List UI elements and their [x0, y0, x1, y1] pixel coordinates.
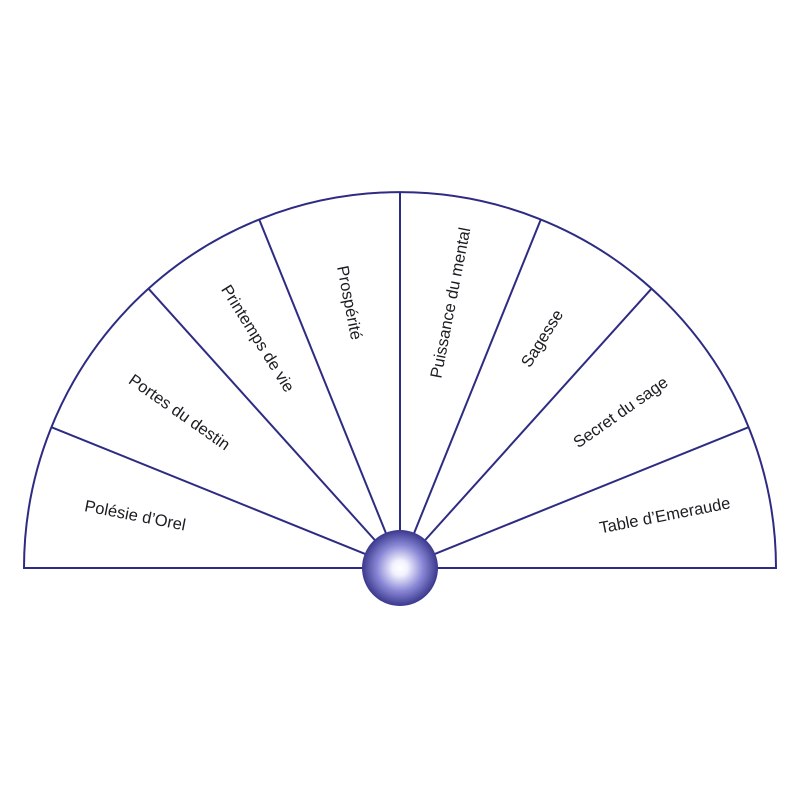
sector-label: Polésie d’Orel — [83, 497, 187, 534]
sector-divider — [423, 287, 653, 542]
sector-label: Portes du destin — [125, 371, 233, 454]
sector-label: Secret du sage — [570, 373, 671, 451]
sector-divider — [433, 426, 749, 556]
sector-divider — [258, 219, 388, 535]
dial-lines — [22, 191, 778, 569]
sector-label: Prospérité — [333, 264, 365, 341]
sector-label: Sagesse — [518, 307, 567, 371]
sector-label: Puissance du mental — [427, 226, 474, 380]
sector-label: Table d’Emeraude — [598, 494, 732, 537]
sector-divider — [412, 219, 542, 535]
pivot-knob — [362, 530, 438, 606]
dial-outline — [22, 191, 778, 569]
sector-divider — [147, 287, 377, 542]
sector-divider — [51, 426, 367, 556]
